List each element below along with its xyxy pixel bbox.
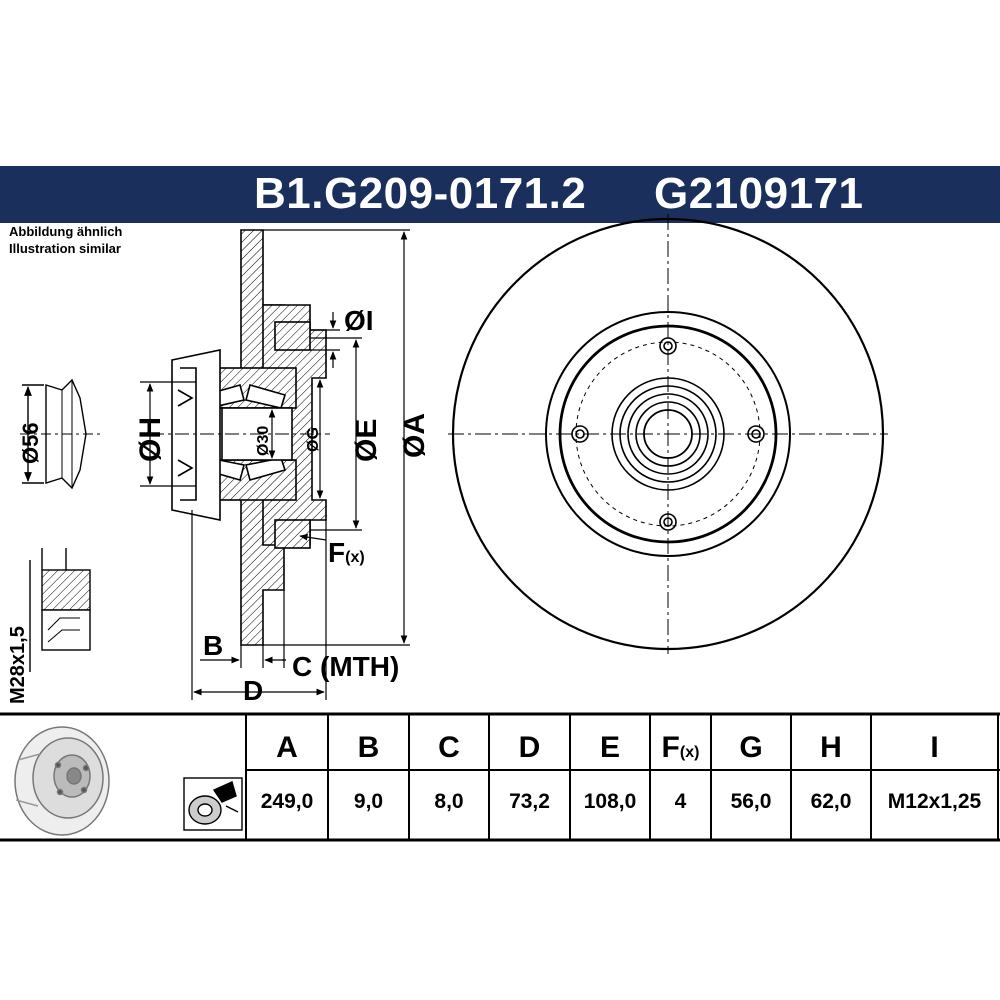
header-c: C [438, 731, 460, 764]
disc-section-view [150, 229, 330, 646]
spec-table-frame [0, 712, 1000, 842]
note-illustration-de: Abbildung ähnlich [9, 224, 123, 239]
disc-front-view [448, 214, 888, 654]
value-c: 8,0 [434, 790, 464, 813]
header-f-sub: (x) [679, 744, 700, 761]
label-dia-e: ØE [350, 419, 383, 462]
label-dia-56: Ø56 [18, 422, 43, 464]
value-d: 73,2 [509, 790, 550, 813]
header-i: I [930, 731, 939, 764]
label-f-letter: F [328, 537, 345, 568]
value-i: M12x1,25 [887, 790, 982, 813]
part-number-secondary: G2109171 [654, 169, 864, 218]
title-bar [0, 166, 1000, 223]
label-b: B [203, 630, 223, 661]
value-f: 4 [674, 790, 687, 813]
header-f-letter: F [661, 731, 680, 764]
value-b: 9,0 [353, 790, 384, 813]
brake-disc-thumbnail-icon [14, 726, 110, 836]
label-f-sub: (x) [345, 549, 365, 566]
header-g: G [739, 731, 763, 764]
header-d: D [518, 731, 541, 764]
header-e: E [599, 731, 620, 764]
label-thread: M28x1,5 [7, 626, 29, 704]
dimension-lines [140, 229, 410, 700]
header-a: A [276, 731, 298, 764]
label-f: F(x) [328, 537, 365, 568]
value-a: 249,0 [260, 790, 314, 813]
label-dia-i: ØI [344, 305, 374, 336]
axle-nut-view [29, 548, 91, 672]
label-c-mth: C (MTH) [292, 651, 399, 682]
note-illustration-en: Illustration similar [9, 241, 121, 256]
wheel-bearing-icon [183, 777, 243, 831]
header-f: F(x) [650, 726, 711, 770]
label-d: D [243, 675, 263, 706]
label-dia-a: ØA [398, 413, 431, 458]
header-h: H [820, 731, 842, 764]
label-dia-h: ØH [134, 417, 167, 462]
value-g: 56,0 [730, 790, 772, 813]
label-dia-30: Ø30 [255, 426, 272, 456]
value-h: 62,0 [810, 790, 852, 813]
header-b: B [357, 731, 380, 764]
label-dia-g: ØG [305, 427, 322, 452]
part-number-primary: B1.G209-0171.2 [254, 169, 587, 218]
value-e: 108,0 [583, 790, 637, 813]
hub-cap-view [20, 378, 100, 490]
